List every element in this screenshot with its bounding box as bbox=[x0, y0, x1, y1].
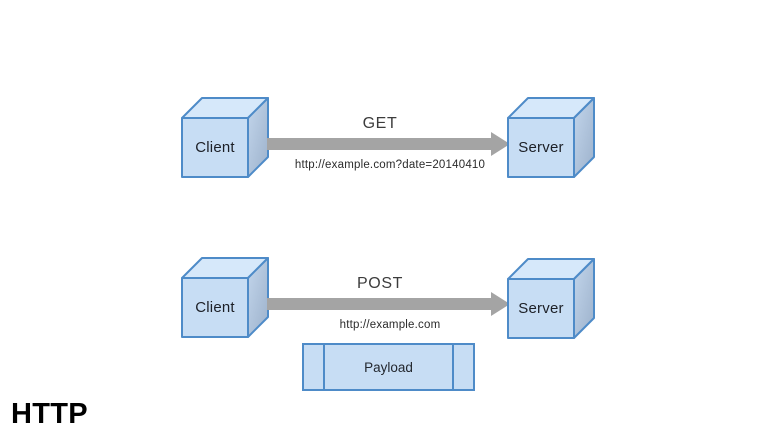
cube-front-face bbox=[181, 117, 249, 178]
payload-box: Payload bbox=[302, 343, 475, 391]
payload-label: Payload bbox=[364, 359, 413, 375]
payload-divider-left bbox=[323, 345, 325, 389]
cube-front-face bbox=[507, 117, 575, 178]
post-arrow-head-icon bbox=[491, 292, 510, 316]
cube-graphic bbox=[507, 258, 595, 339]
post-method-label: POST bbox=[357, 275, 403, 292]
cube-graphic bbox=[181, 257, 269, 338]
page-title: HTTP bbox=[11, 398, 88, 430]
payload-divider-right bbox=[452, 345, 454, 389]
post-client-node: Client bbox=[181, 257, 269, 339]
get-method-label: GET bbox=[362, 115, 398, 132]
post-server-node: Server bbox=[507, 258, 595, 340]
cube-graphic bbox=[181, 97, 269, 178]
post-url-label: http://example.com bbox=[339, 319, 441, 331]
cube-front-face bbox=[507, 278, 575, 339]
get-arrow-head-icon bbox=[491, 132, 510, 156]
get-url-label: http://example.com?date=20140410 bbox=[294, 159, 486, 171]
cube-front-face bbox=[181, 277, 249, 338]
cube-graphic bbox=[507, 97, 595, 178]
client-label: Client bbox=[195, 139, 235, 156]
server-label: Server bbox=[518, 139, 564, 156]
get-client-node: Client bbox=[181, 97, 269, 179]
client-label: Client bbox=[195, 299, 235, 316]
get-arrow-shaft bbox=[267, 138, 493, 150]
get-server-node: Server bbox=[507, 97, 595, 179]
post-arrow-shaft bbox=[267, 298, 493, 310]
server-label: Server bbox=[518, 300, 564, 317]
